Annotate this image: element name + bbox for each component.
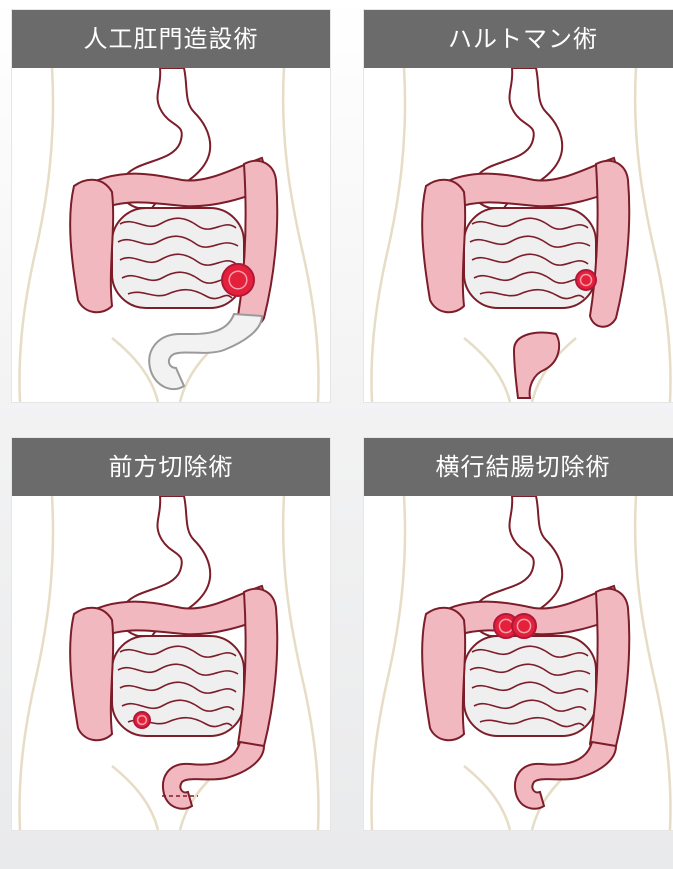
body-outline-left [372, 68, 406, 402]
transverse-colectomy-illustration [364, 496, 673, 830]
panel-colostomy: 人工肛門造設術 [12, 10, 330, 402]
sigmoid-colon [163, 742, 264, 809]
hartmann-illustration [364, 68, 673, 402]
panel-title: 横行結腸切除術 [364, 438, 673, 496]
panel-hartmann: ハルトマン術 [364, 10, 673, 402]
tumor [512, 614, 536, 638]
ascending-colon [70, 180, 113, 313]
panel-transverse-colectomy: 横行結腸切除術 [364, 438, 673, 830]
tumor [222, 264, 254, 296]
panel-title: ハルトマン術 [364, 10, 673, 68]
panel-title: 人工肛門造設術 [12, 10, 330, 68]
ascending-colon [422, 180, 465, 313]
bypassed-sigmoid [149, 314, 262, 389]
body-outline-left [20, 68, 54, 402]
panel-anterior-resection: 前方切除術 [12, 438, 330, 830]
tumor [134, 712, 150, 728]
body-outline-right [283, 496, 318, 830]
ascending-colon [70, 608, 113, 741]
body-outline-right [283, 68, 318, 402]
body-outline-left [20, 496, 54, 830]
sigmoid-colon [515, 742, 616, 809]
colostomy-illustration [12, 68, 330, 402]
tumor [576, 270, 596, 290]
ascending-colon [422, 608, 465, 741]
body-outline-left [372, 496, 406, 830]
body-outline-right [635, 496, 670, 830]
panel-title: 前方切除術 [12, 438, 330, 496]
body-outline-right [635, 68, 670, 402]
anterior-resection-illustration [12, 496, 330, 830]
